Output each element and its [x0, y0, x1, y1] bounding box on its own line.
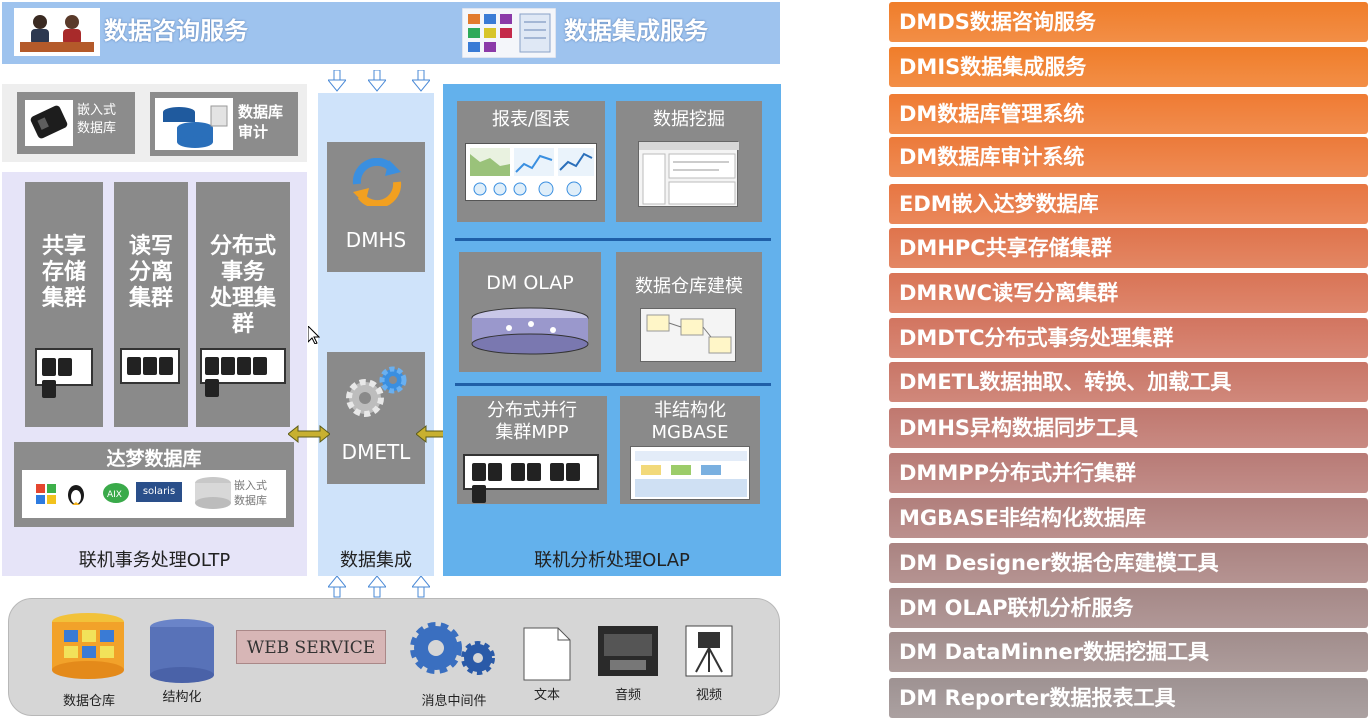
down-arrow-2: [366, 69, 388, 96]
data-warehouse-icon: [48, 612, 128, 686]
product-item[interactable]: DM Designer数据仓库建模工具: [889, 543, 1368, 583]
product-item[interactable]: DMRWC读写分离集群: [889, 273, 1368, 313]
embedded-db-small-label: 嵌入式 数据库: [234, 479, 267, 507]
dameng-db-box: 达梦数据库 AIX solaris 嵌入式 数据库: [14, 442, 294, 527]
dm-olap-label: DM OLAP: [486, 272, 574, 294]
consulting-people-icon: [14, 8, 100, 56]
warehouse-modeling-thumbnail: [640, 308, 736, 362]
product-item[interactable]: DMHS异构数据同步工具: [889, 408, 1368, 448]
service-header-bar: [2, 2, 780, 64]
dmetl-card: DMETL: [327, 352, 425, 484]
report-chart-card: 报表/图表: [457, 101, 605, 222]
dm-olap-card: DM OLAP: [459, 252, 601, 372]
product-item[interactable]: DMETL数据抽取、转换、加载工具: [889, 362, 1368, 402]
mouse-cursor-icon: [307, 324, 321, 348]
report-chart-thumbnail: [465, 143, 597, 201]
mgbase-label: 非结构化 MGBASE: [651, 400, 729, 443]
mpp-cluster-card: 分布式并行 集群MPP: [457, 396, 607, 504]
windows-icon: [36, 484, 56, 508]
product-item[interactable]: DM Reporter数据报表工具: [889, 678, 1368, 718]
product-item[interactable]: MGBASE非结构化数据库: [889, 498, 1368, 538]
db-audit-icon: [155, 98, 233, 150]
message-middleware-label: 消息中间件: [421, 694, 487, 709]
product-item[interactable]: DMDTC分布式事务处理集群: [889, 318, 1368, 358]
integration-puzzle-icon: [461, 7, 557, 59]
product-item[interactable]: DMHPC共享存储集群: [889, 228, 1368, 268]
db-audit-label: 数据库 审计: [238, 103, 284, 141]
product-item[interactable]: DM数据库审计系统: [889, 137, 1368, 177]
up-arrow-1: [326, 575, 348, 602]
data-mining-thumbnail: [638, 141, 739, 207]
olap-separator-2: [455, 383, 771, 386]
up-arrow-3: [410, 575, 432, 602]
product-item[interactable]: EDM嵌入达梦数据库: [889, 184, 1368, 224]
embedded-db-small-icon: [192, 476, 234, 510]
aix-icon: AIX: [102, 482, 130, 508]
structured-db-icon: [148, 618, 216, 690]
down-arrow-1: [326, 69, 348, 96]
oltp-footer-label: 联机事务处理OLTP: [78, 550, 231, 571]
distributed-tx-cluster-card: 分布式 事务 处理集 群: [196, 182, 290, 427]
dmetl-label: DMETL: [341, 440, 411, 464]
warehouse-modeling-card: 数据仓库建模: [616, 252, 762, 372]
product-item[interactable]: DM数据库管理系统: [889, 94, 1368, 134]
dmhs-card: DMHS: [327, 142, 425, 272]
text-label: 文本: [533, 688, 560, 703]
message-middleware-gears-icon: [402, 614, 502, 688]
os-logos-strip: AIX solaris 嵌入式 数据库: [22, 470, 286, 518]
audio-label: 音频: [614, 688, 641, 703]
video-camera-icon: [684, 624, 734, 684]
shared-storage-cluster-card: 共享 存储 集群: [25, 182, 103, 427]
down-arrow-3: [410, 69, 432, 96]
mpp-server-icon: [463, 454, 599, 503]
text-document-icon: [522, 626, 572, 686]
consult-service-label: 数据咨询服务: [104, 17, 248, 45]
rw-split-server-icon: [120, 348, 180, 384]
data-warehouse-label: 数据仓库: [62, 694, 115, 709]
mgbase-thumbnail: [630, 446, 750, 500]
svg-text:AIX: AIX: [107, 490, 122, 500]
embedded-db-label: 嵌入式 数据库: [77, 103, 117, 136]
shared-storage-server-icon: [35, 348, 93, 398]
olap-footer-label: 联机分析处理OLAP: [534, 550, 690, 571]
report-chart-label: 报表/图表: [491, 109, 571, 130]
rw-split-cluster-label: 读写 分离 集群: [128, 234, 173, 311]
up-arrow-2: [366, 575, 388, 602]
video-label: 视频: [695, 688, 722, 703]
embedded-db-card: 嵌入式 数据库: [17, 92, 135, 154]
mgbase-card: 非结构化 MGBASE: [620, 396, 760, 504]
product-item[interactable]: DMIS数据集成服务: [889, 47, 1368, 87]
mpp-cluster-label: 分布式并行 集群MPP: [487, 400, 577, 443]
data-mining-card: 数据挖掘: [616, 101, 762, 222]
integration-service-label: 数据集成服务: [564, 17, 708, 45]
rw-split-cluster-card: 读写 分离 集群: [114, 182, 188, 427]
shared-storage-cluster-label: 共享 存储 集群: [41, 234, 86, 311]
product-item[interactable]: DM DataMinner数据挖掘工具: [889, 632, 1368, 672]
dm-olap-cube-icon: [469, 306, 591, 360]
distributed-tx-server-icon: [200, 348, 286, 397]
structured-label: 结构化: [162, 690, 202, 705]
dameng-db-label: 达梦数据库: [106, 448, 202, 470]
dmetl-gears-icon: [335, 362, 415, 426]
olap-separator-1: [455, 238, 771, 241]
dmhs-sync-icon: [349, 157, 405, 210]
distributed-tx-cluster-label: 分布式 事务 处理集 群: [209, 234, 276, 337]
linux-penguin-icon: [66, 480, 86, 510]
dmhs-label: DMHS: [345, 228, 407, 252]
product-item[interactable]: DMMPP分布式并行集群: [889, 453, 1368, 493]
product-item[interactable]: DM OLAP联机分析服务: [889, 588, 1368, 628]
warehouse-modeling-label: 数据仓库建模: [635, 276, 743, 297]
audio-device-icon: [596, 624, 660, 682]
integration-footer-label: 数据集成: [340, 550, 412, 571]
web-service-badge: WEB SERVICE: [236, 630, 386, 664]
data-mining-label: 数据挖掘: [653, 109, 725, 130]
db-audit-card: 数据库 审计: [150, 92, 298, 156]
embedded-db-icon: [25, 100, 73, 146]
double-arrow-left: [287, 424, 331, 448]
product-item[interactable]: DMDS数据咨询服务: [889, 2, 1368, 42]
solaris-logo: solaris: [136, 482, 182, 502]
